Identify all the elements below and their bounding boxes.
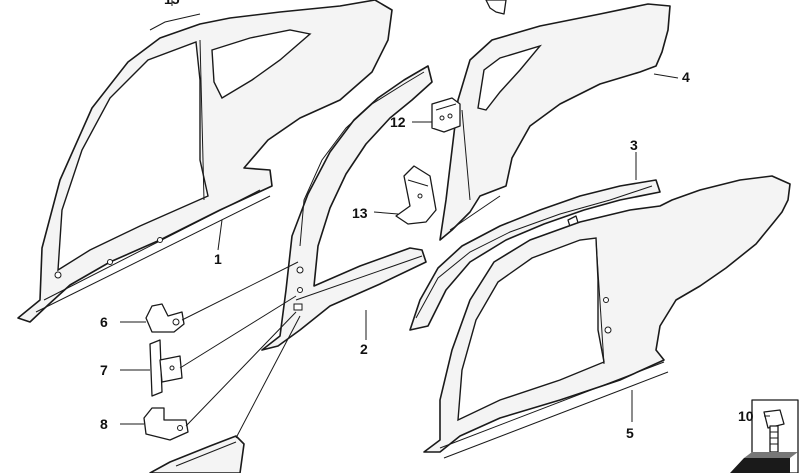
bracket-part-8[interactable] [143,407,189,441]
callout-part-top: 15 [164,0,180,7]
callout-part-4: 4 [682,69,690,85]
side-frame-part-1[interactable] [17,0,393,323]
bracket-part-12[interactable] [431,97,461,133]
callout-part-3: 3 [630,137,638,153]
callout-part-5: 5 [626,425,634,441]
callout-part-1: 1 [214,251,222,267]
symbol-box [730,452,798,473]
side-panel-part-5[interactable] [423,175,791,459]
bracket-part-7[interactable] [149,339,183,397]
callout-part-2: 2 [360,341,368,357]
callout-part-7: 7 [100,362,108,378]
leader-lines [120,0,770,439]
clip-part-6[interactable] [145,303,185,333]
quarter-panel-part-4[interactable] [439,3,671,241]
sill-reinforcement[interactable] [149,435,245,473]
callout-part-10: 10 [738,408,754,424]
callout-part-12: 12 [390,114,406,130]
callout-part-13: 13 [352,205,368,221]
callout-numbers: 1 2 3 4 5 6 7 8 10 12 13 15 [100,0,754,441]
bracket-top[interactable] [485,0,507,15]
callout-part-8: 8 [100,416,108,432]
inner-frame-part-2[interactable] [261,65,433,351]
bracket-part-13[interactable] [395,165,437,225]
callout-part-6: 6 [100,314,108,330]
